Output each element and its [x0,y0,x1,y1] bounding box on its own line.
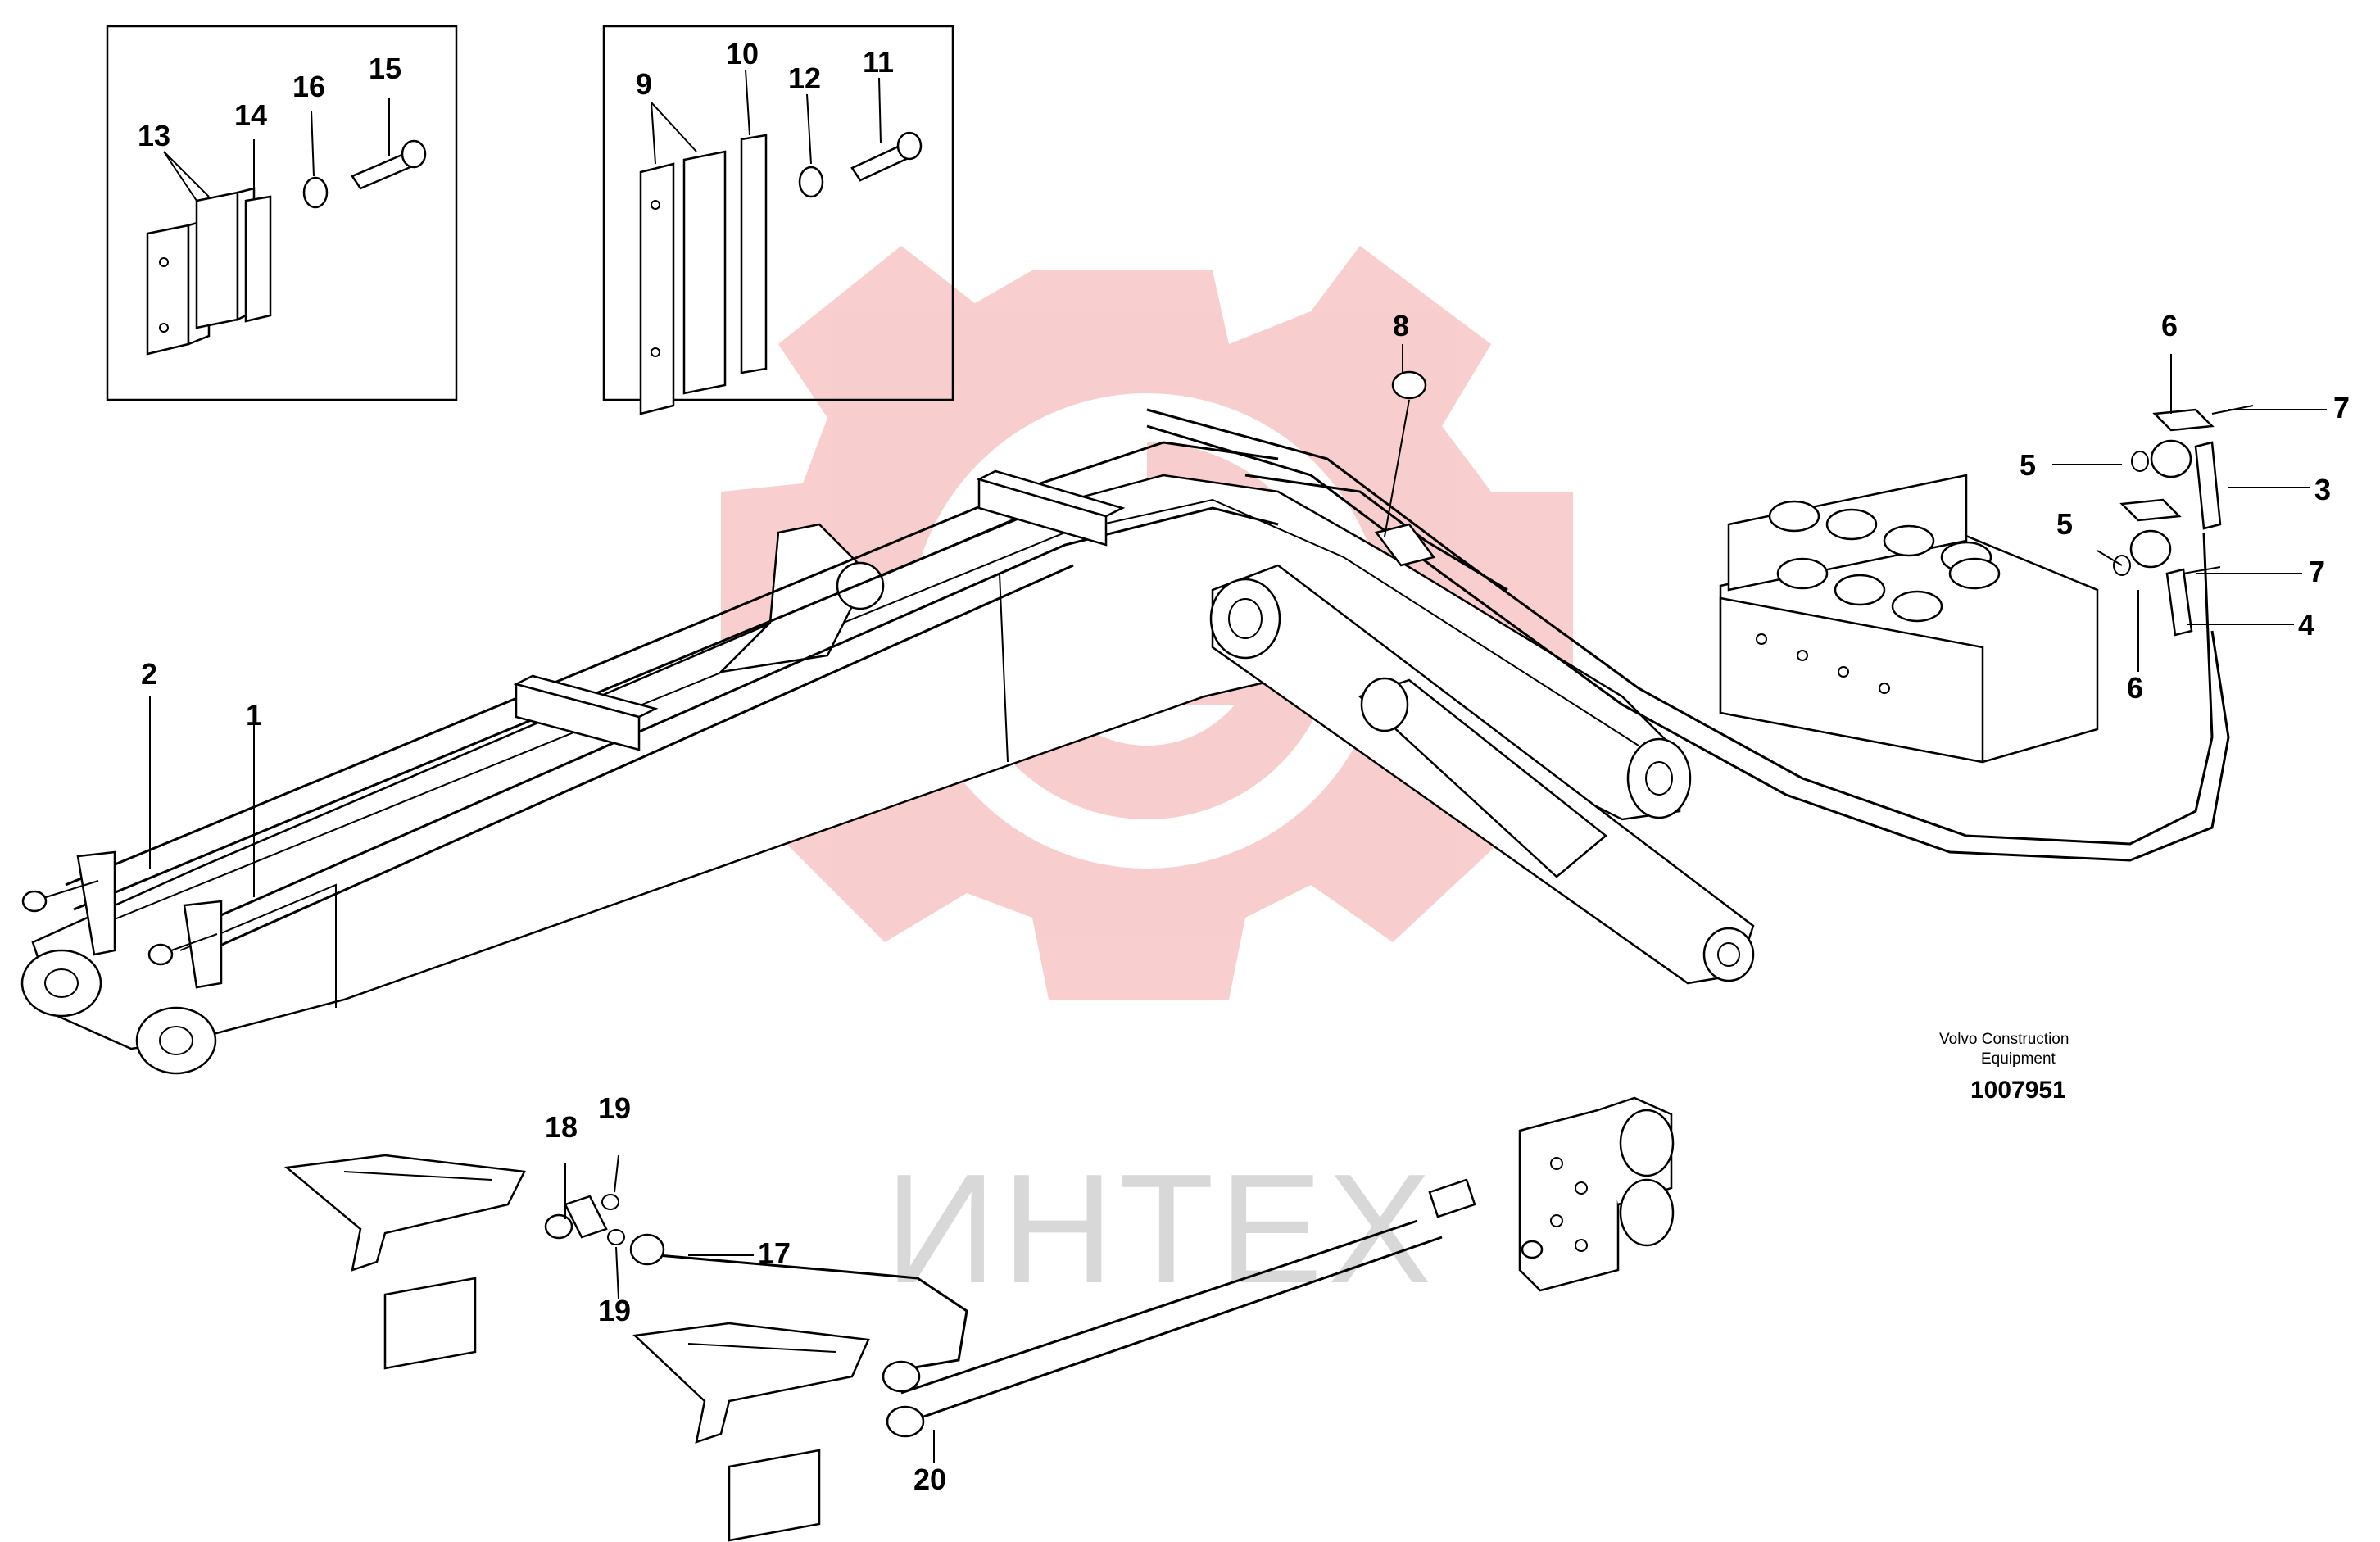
callout-7-lower: 7 [2309,555,2325,588]
callout-11: 11 [863,45,894,79]
boom-clamp-front [513,674,659,751]
callout-17: 17 [758,1236,791,1270]
callout-3: 3 [2314,473,2331,506]
callout-5-lower: 5 [2056,507,2073,541]
callout-19-upper: 19 [598,1091,631,1125]
callout-labels: 1 2 3 4 5 5 6 6 7 7 8 9 10 11 12 13 14 1… [138,37,2350,1496]
callout-15: 15 [369,52,401,85]
control-valve-block [1719,474,2099,764]
clamp-assembly-small [146,139,427,356]
callout-8: 8 [1393,309,1409,342]
foot-pedal-left [283,1154,526,1370]
foot-pedal-right [632,1322,870,1542]
pipe-end-fittings [21,850,223,989]
callout-1: 1 [246,698,262,732]
credit-line-2: Equipment [1981,1050,2056,1068]
callout-13: 13 [138,119,170,152]
callout-4: 4 [2298,608,2314,642]
callout-20: 20 [913,1463,946,1496]
callout-6-lower: 6 [2127,671,2143,705]
seal-ring [1391,370,1427,400]
boom-clamp-rear [976,469,1126,547]
pilot-hoses [544,1194,1443,1438]
clamp-assembly-large [639,131,923,415]
callout-18: 18 [545,1110,578,1144]
callout-12: 12 [788,61,821,95]
watermark-text: ИНТЕХ [885,1142,1436,1316]
callout-14: 14 [234,98,267,132]
callout-7-upper: 7 [2333,391,2350,424]
credit-line-1: Volvo Construction [1939,1031,2069,1048]
callout-19-lower: 19 [598,1294,631,1327]
inset-box-right [602,25,954,401]
callout-2: 2 [141,657,157,691]
callout-6-upper: 6 [2161,309,2178,342]
pilot-valve-block [1428,1096,1675,1292]
hose-fittings-upper [2113,405,2254,637]
inset-box-left [106,25,458,401]
callout-5-upper: 5 [2020,448,2036,482]
document-number: 1007951 [1970,1077,2066,1104]
excavator-boom [20,474,1755,1075]
callout-10: 10 [726,37,759,70]
leader-lines [149,69,2327,1463]
callout-9: 9 [636,67,652,101]
callout-16: 16 [292,70,325,103]
